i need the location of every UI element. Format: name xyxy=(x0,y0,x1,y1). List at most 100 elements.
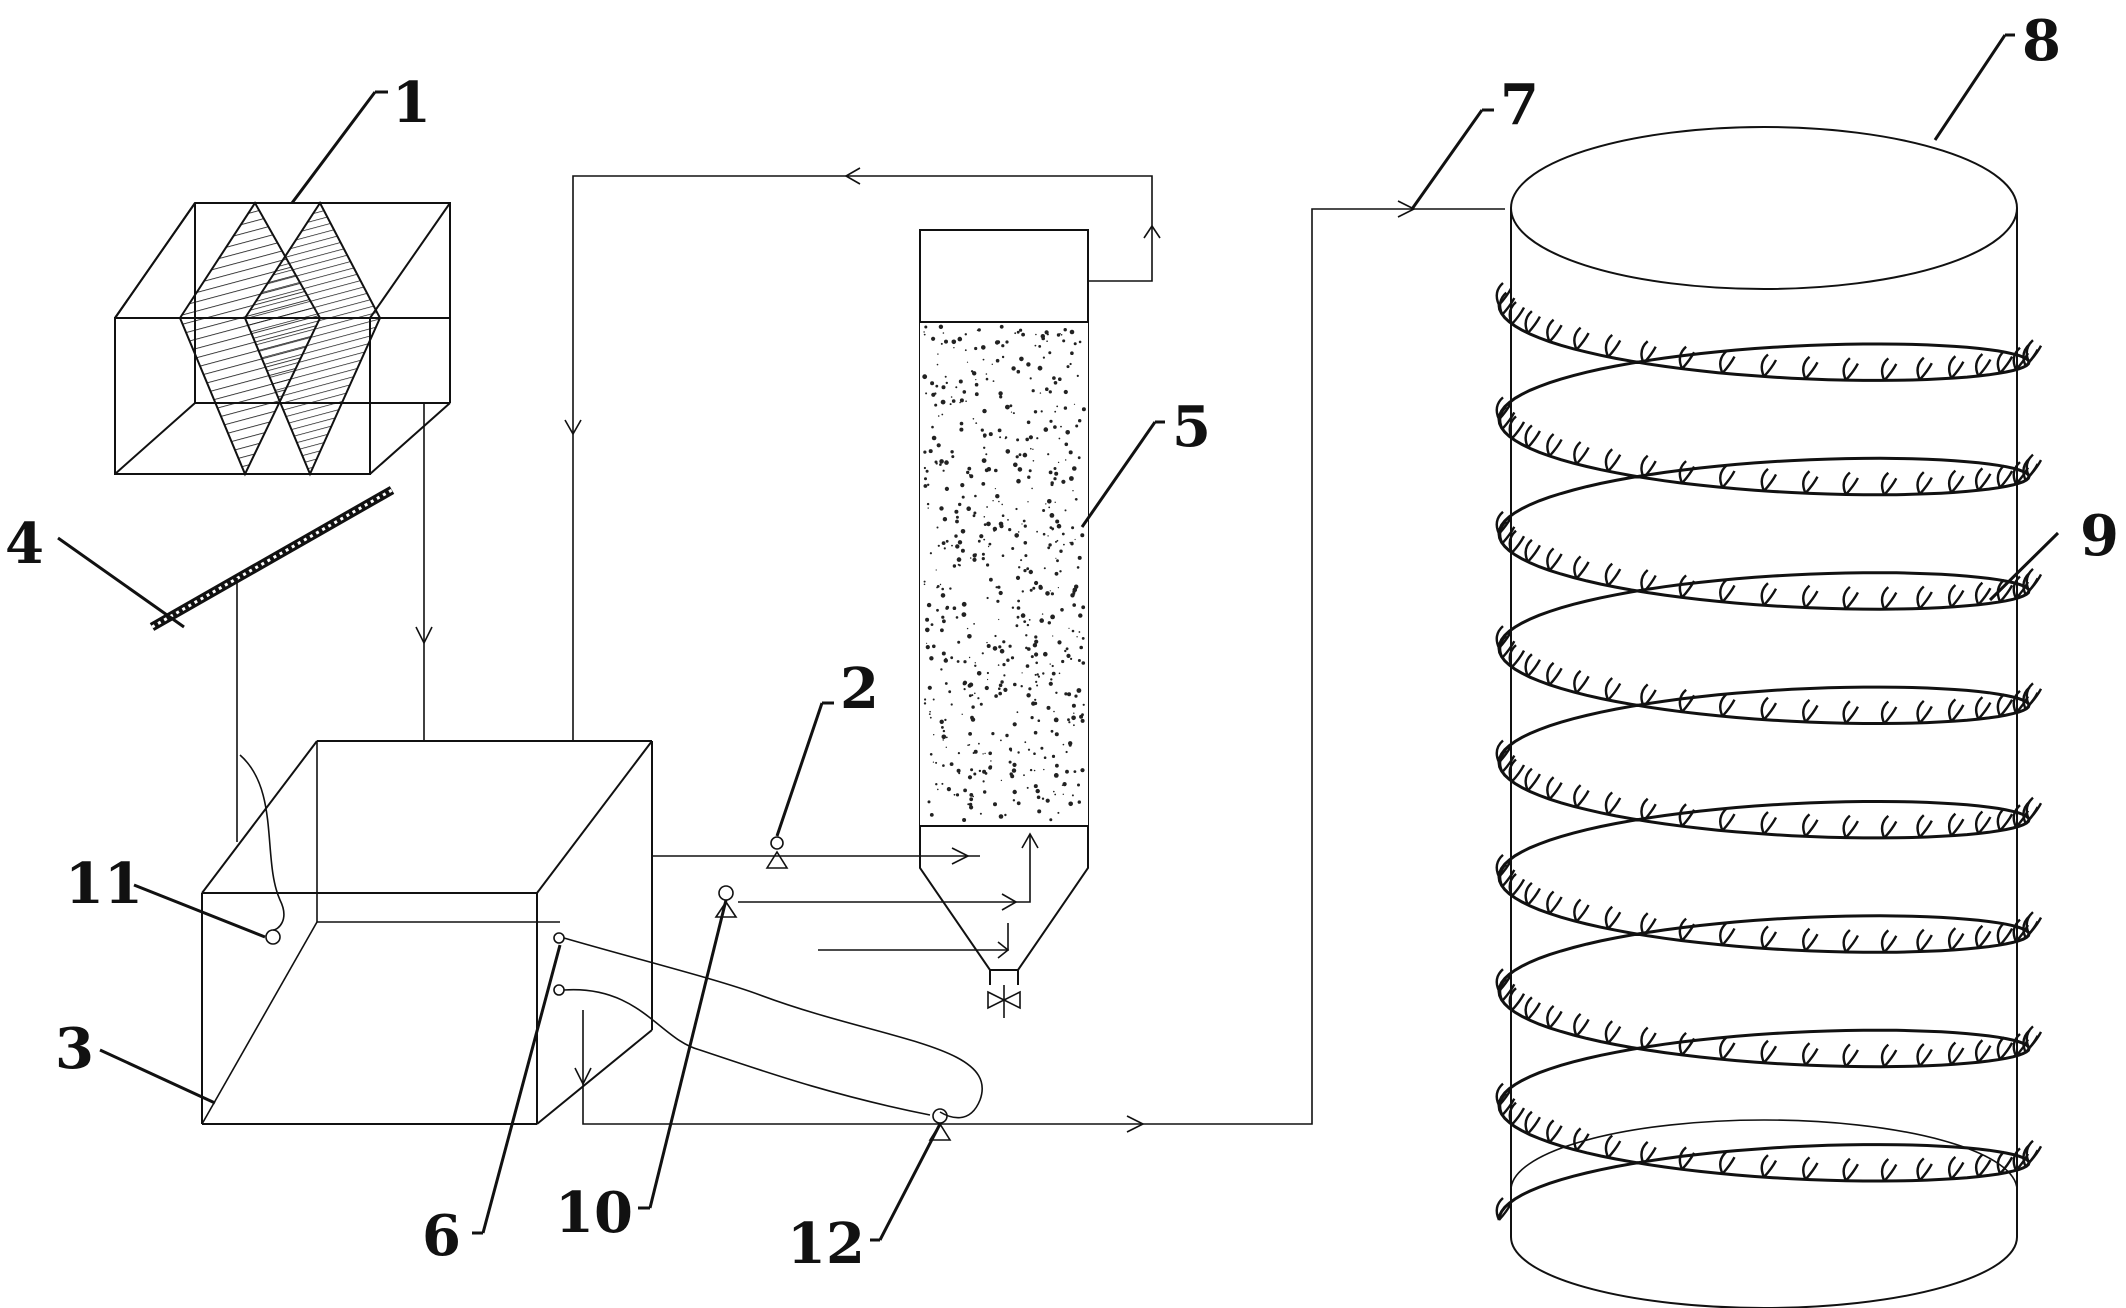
plant-tuft xyxy=(1546,1004,1563,1029)
plant-tuft xyxy=(1719,807,1736,832)
particle xyxy=(1076,636,1078,638)
particle xyxy=(974,662,976,664)
particle xyxy=(1000,680,1004,684)
particle xyxy=(1050,678,1053,681)
plant-tuft xyxy=(1573,441,1590,465)
plant-tuft xyxy=(1524,767,1541,792)
particle xyxy=(945,657,947,660)
particle xyxy=(944,718,947,722)
particle xyxy=(1025,634,1028,637)
particle xyxy=(927,800,931,804)
particle xyxy=(941,782,944,785)
particle xyxy=(941,734,947,740)
particle xyxy=(1001,503,1003,506)
filter-media xyxy=(920,322,1088,826)
tank xyxy=(201,740,653,1125)
particle xyxy=(951,339,957,345)
particle xyxy=(1011,606,1015,609)
particle xyxy=(1012,722,1017,727)
particle xyxy=(986,671,990,675)
plant-tuft xyxy=(1760,582,1778,607)
particle xyxy=(977,539,981,543)
particle xyxy=(929,813,934,817)
particle xyxy=(1023,569,1027,573)
particle xyxy=(1026,693,1031,698)
particle xyxy=(1077,659,1081,662)
particle xyxy=(1027,748,1031,751)
particle xyxy=(1026,420,1031,425)
particle xyxy=(974,664,977,667)
plant-tuft xyxy=(1678,1146,1696,1171)
particle xyxy=(924,477,927,481)
label-7: 7 xyxy=(1500,72,1539,138)
particle xyxy=(928,713,931,715)
plant-tuft xyxy=(1880,471,1898,496)
particle xyxy=(1041,613,1044,615)
plant-tuft xyxy=(1802,470,1819,495)
plant-tuft xyxy=(1524,1110,1541,1135)
plant-tuft xyxy=(1880,1158,1898,1182)
particle xyxy=(1033,752,1036,755)
plant-tuft xyxy=(1498,405,1516,430)
plant-tuft xyxy=(1573,555,1590,580)
particle xyxy=(1005,449,1011,454)
particle xyxy=(953,347,955,349)
plant-tuft xyxy=(1947,1155,1965,1180)
particle xyxy=(998,391,1003,396)
plant-tuft xyxy=(1974,1039,1992,1064)
plant-tuft xyxy=(1604,562,1622,587)
particle xyxy=(1000,779,1003,782)
plant-tuft xyxy=(1546,776,1563,801)
particle xyxy=(954,534,958,538)
particle xyxy=(927,507,929,509)
particle xyxy=(1043,567,1046,570)
particle xyxy=(1028,619,1031,621)
particle xyxy=(931,435,937,441)
particle xyxy=(945,539,949,543)
particle xyxy=(1059,549,1063,553)
plant-tuft xyxy=(1760,1039,1778,1064)
particle xyxy=(1010,774,1015,779)
plant-tuft xyxy=(1524,538,1541,563)
particle xyxy=(1053,710,1055,713)
particle xyxy=(1080,718,1085,723)
particle xyxy=(1051,754,1056,759)
particle xyxy=(981,345,986,350)
particle xyxy=(1066,365,1070,369)
particle xyxy=(979,702,983,706)
particle xyxy=(979,534,984,539)
particle xyxy=(1069,476,1074,481)
particle xyxy=(1023,524,1027,528)
plant-tuft xyxy=(1842,357,1859,381)
plant-tuft xyxy=(1573,898,1590,923)
particle xyxy=(1048,681,1053,686)
particle xyxy=(961,495,965,499)
particle xyxy=(1081,637,1085,640)
particle xyxy=(1054,571,1059,576)
particle xyxy=(984,772,988,775)
particle xyxy=(1049,590,1051,592)
particle xyxy=(944,460,949,465)
particle xyxy=(987,678,989,681)
particle xyxy=(997,428,1002,433)
particle xyxy=(1042,509,1046,512)
particle xyxy=(976,329,979,332)
planting-tower xyxy=(1495,126,2043,1308)
plant-tuft xyxy=(1546,890,1563,915)
particle xyxy=(1048,506,1051,509)
particle xyxy=(1026,567,1030,571)
particle xyxy=(1061,659,1065,664)
particle xyxy=(1047,499,1052,504)
particle xyxy=(952,564,957,568)
plant-tuft xyxy=(1546,1119,1563,1144)
particle xyxy=(1061,532,1065,536)
particle xyxy=(1056,405,1059,408)
particle xyxy=(1036,673,1039,676)
particle xyxy=(1034,639,1039,644)
particle xyxy=(1055,540,1057,543)
particle xyxy=(1068,450,1073,455)
particle xyxy=(1064,442,1069,447)
plant-tuft xyxy=(1947,698,1965,723)
particle xyxy=(1016,369,1021,374)
